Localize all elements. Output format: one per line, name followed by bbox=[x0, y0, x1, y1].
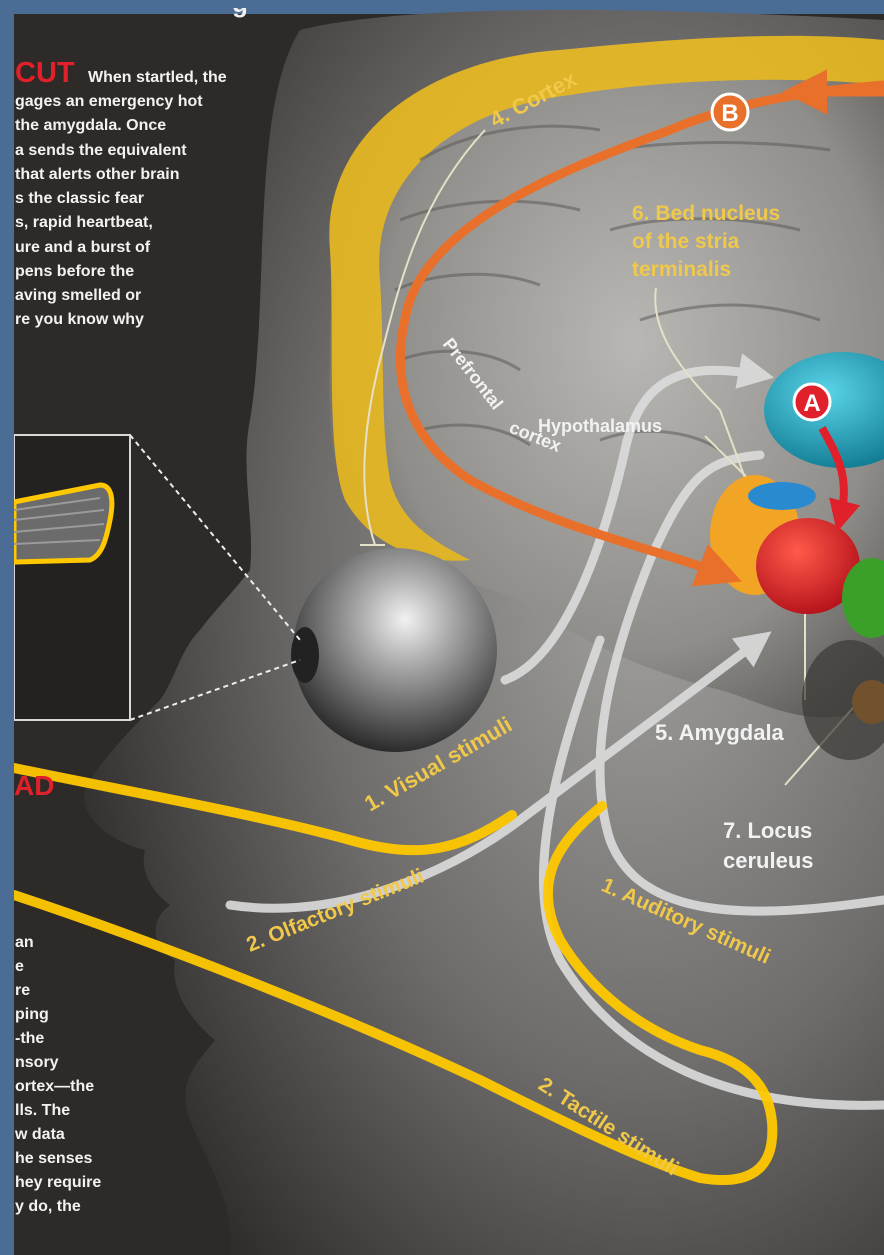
lower-line: nsory bbox=[15, 1054, 59, 1071]
lower-line: -the bbox=[15, 1030, 44, 1047]
intro-line: s, rapid heartbeat, bbox=[15, 214, 153, 231]
intro-line: the amygdala. Once bbox=[15, 117, 166, 134]
lower-line: ping bbox=[15, 1006, 49, 1023]
intro-line: gages an emergency hot bbox=[15, 93, 203, 110]
intro-line: that alerts other brain bbox=[15, 166, 179, 183]
lower-line: lls. The bbox=[15, 1102, 70, 1119]
bed-nucleus-line: terminalis bbox=[632, 258, 731, 281]
intro-kicker: CUT bbox=[15, 57, 75, 89]
lower-line: hey require bbox=[15, 1174, 101, 1191]
side-heading-fragment: AD bbox=[14, 770, 54, 801]
intro-line: re you know why bbox=[15, 311, 144, 328]
eyeball bbox=[293, 548, 497, 752]
top-blue-border bbox=[0, 0, 884, 8]
lower-line: he senses bbox=[15, 1150, 92, 1167]
lower-line: e bbox=[15, 958, 24, 975]
eye-opening bbox=[291, 627, 319, 683]
marker-a: A bbox=[794, 384, 830, 420]
hypothalamus-structure bbox=[748, 482, 816, 510]
lower-line: y do, the bbox=[15, 1198, 81, 1215]
marker-a-letter: A bbox=[803, 390, 820, 417]
locus-line: 7. Locus bbox=[723, 818, 812, 843]
bed-nucleus-line: 6. Bed nucleus bbox=[632, 202, 780, 225]
lower-line: an bbox=[15, 934, 34, 951]
amygdala-label: 5. Amygdala bbox=[655, 720, 785, 745]
hypothalamus-label: Hypothalamus bbox=[538, 416, 662, 436]
intro-line: pens before the bbox=[15, 263, 134, 280]
marker-b: B bbox=[712, 94, 748, 130]
intro-line: a sends the equivalent bbox=[15, 142, 187, 159]
lower-line: re bbox=[15, 982, 30, 999]
intro-line: s the classic fear bbox=[15, 190, 144, 207]
lower-line: w data bbox=[14, 1126, 65, 1143]
left-blue-border bbox=[0, 0, 14, 1255]
locus-line: ceruleus bbox=[723, 848, 814, 873]
bed-nucleus-line: of the stria bbox=[632, 230, 740, 253]
intro-line: When startled, the bbox=[88, 69, 227, 86]
intro-line: ure and a burst of bbox=[15, 239, 151, 256]
marker-b-letter: B bbox=[721, 100, 738, 127]
inset-detail-shape bbox=[14, 485, 112, 562]
lower-line: ortex—the bbox=[15, 1078, 94, 1095]
inset-box bbox=[14, 435, 130, 720]
intro-line: aving smelled or bbox=[15, 287, 141, 304]
